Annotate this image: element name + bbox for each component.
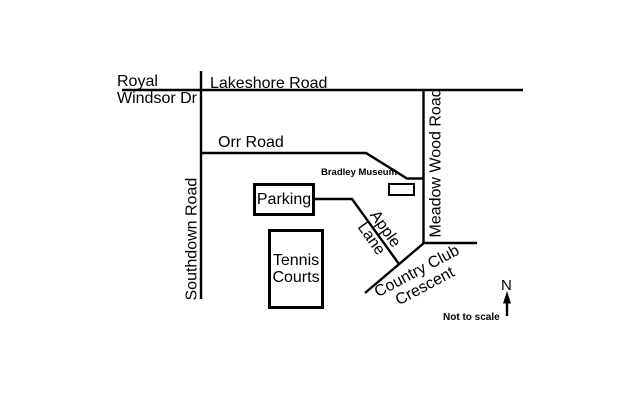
not-to-scale-label: Not to scale	[443, 312, 500, 323]
country-club-crescent-line	[364, 241, 477, 294]
parking-box: Parking	[253, 183, 315, 216]
southdown-road-label: Southdown Road	[183, 177, 201, 301]
apple-lane-line	[315, 197, 400, 265]
tennis-courts-line2: Courts	[272, 269, 320, 286]
royal-windsor-line2: Windsor Dr	[117, 90, 198, 107]
tennis-courts-line1: Tennis	[272, 252, 320, 269]
royal-windsor-line1: Royal	[117, 73, 158, 90]
royal-windsor-dr-label: Royal Windsor Dr	[117, 73, 197, 107]
bradley-museum-box	[388, 183, 415, 196]
meadow-wood-road-label: Meadow Wood Road	[427, 88, 445, 238]
north-arrow-icon	[503, 291, 511, 316]
parking-label: Parking	[256, 191, 312, 208]
bradley-museum-label: Bradley Museum	[321, 167, 398, 178]
lakeshore-road-label: Lakeshore Road	[210, 75, 328, 92]
tennis-courts-box: Tennis Courts	[268, 229, 324, 309]
north-label: N	[501, 277, 512, 294]
orr-road-line	[200, 151, 424, 180]
orr-road-label: Orr Road	[218, 134, 284, 151]
